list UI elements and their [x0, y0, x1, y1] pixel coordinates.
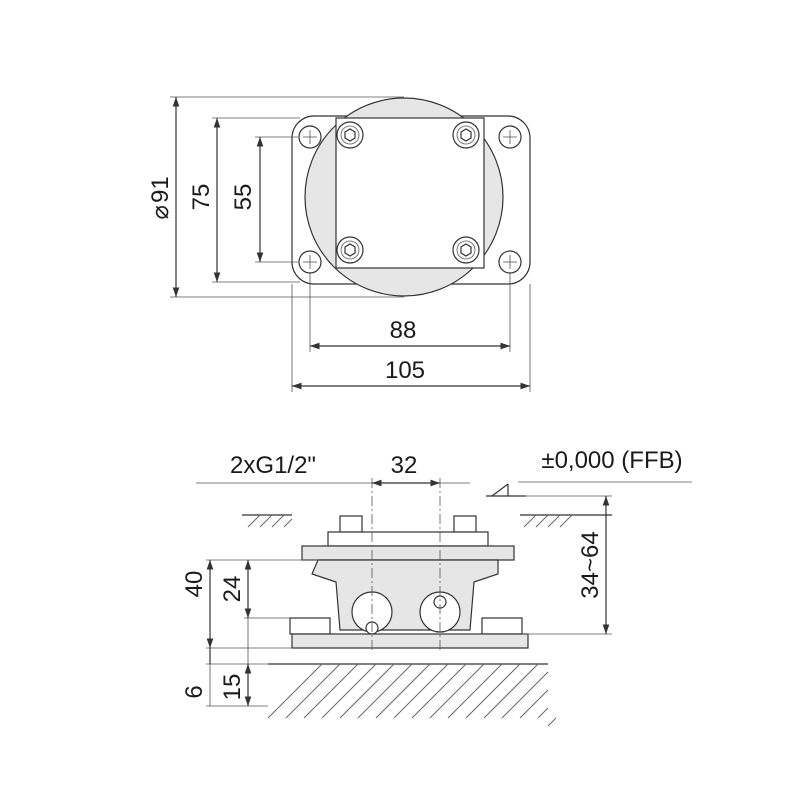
dim-label-75: 75: [188, 184, 215, 211]
diameter-symbol: ⌀: [147, 205, 174, 219]
level-label: ±0,000 (FFB): [541, 447, 682, 474]
mounting-hole-icon: [498, 250, 522, 274]
hex-bolt-icon: [336, 236, 364, 264]
bolt-head: [453, 515, 477, 533]
dim-label-6: 6: [181, 685, 208, 698]
hatch-line: [429, 663, 485, 719]
mounting-hole-icon: [298, 125, 322, 149]
dim-label-55: 55: [230, 184, 257, 211]
hatch-line: [465, 663, 521, 719]
hatch-line: [537, 707, 549, 719]
bolt-head: [339, 515, 363, 533]
dim-label-91: 91: [147, 176, 174, 203]
hex-bolt-icon: [452, 121, 480, 149]
foot-nut: [481, 617, 523, 635]
hatch-line: [519, 689, 549, 719]
top-plate: [327, 531, 489, 547]
hatch-line: [321, 663, 377, 719]
mounting-hole-icon: [498, 125, 522, 149]
hatch-line: [267, 663, 323, 719]
dim-label-105: 105: [385, 357, 425, 384]
spacing-label: 32: [391, 452, 418, 479]
mounting-hole-icon: [298, 250, 322, 274]
hatch-line: [357, 663, 413, 719]
dim-label-range: 34~64: [577, 531, 604, 598]
base-plate: [291, 633, 529, 649]
hatch-line: [447, 663, 503, 719]
dim-label-15: 15: [219, 674, 246, 701]
hatch-line: [501, 671, 549, 719]
thread-label: 2xG1/2": [230, 452, 316, 479]
flange-plate: [301, 545, 515, 561]
ground-hatch: [267, 663, 557, 727]
valve-body: [311, 559, 499, 631]
dim-label-88: 88: [390, 317, 417, 344]
hex-bolt-icon: [452, 236, 480, 264]
hatch-line: [339, 663, 395, 719]
hatch-line: [547, 717, 557, 727]
hex-bolt-icon: [336, 121, 364, 149]
foot-nut: [289, 617, 331, 635]
dim-label-40: 40: [181, 571, 208, 598]
top-view: ⌀ 91 75 55 88 105: [147, 96, 531, 392]
hatch-line: [375, 663, 431, 719]
dim-label-24: 24: [219, 576, 246, 603]
hatch-line: [411, 663, 467, 719]
hatch-line: [483, 663, 539, 719]
hatch-line: [393, 663, 449, 719]
side-view: 2xG1/2" 32 ±0,000 (FFB): [181, 447, 692, 727]
hatch-line: [303, 663, 359, 719]
hatch-line: [285, 663, 341, 719]
